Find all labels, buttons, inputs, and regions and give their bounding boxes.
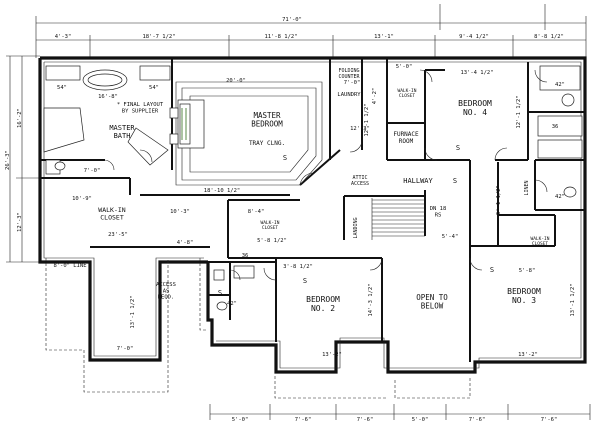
bedroom4-depth-dim: 12'-1 1/2" [516, 95, 522, 128]
top-segment-dim: 4'-3" [55, 34, 72, 40]
interior-dims: 16'-8" 20'-0" 18'-10 1/2" 10'-9" 10'-3" 23'-5… [57, 64, 576, 358]
laundry-w-dim: 7'-0" [344, 80, 361, 86]
bottom-segment-dims: 5'-0" 7'-6" 7'-6" 5'-0" 7'-6" 7'-6" [232, 417, 558, 423]
left-seg-dim-2: 12'-3" [17, 212, 23, 232]
smoke-detector-s: S [490, 266, 494, 274]
door-swings [103, 69, 548, 281]
overall-width-dim: 71'-0" [282, 17, 302, 23]
smoke-detector-s: S [456, 144, 460, 152]
master-bath-width-dim: 16'-8" [98, 94, 118, 100]
smoke-detector-s: S [303, 277, 307, 285]
bottom-segment-dim: 5'-0" [232, 417, 249, 423]
lav-42-b-dim: 42" [555, 194, 565, 200]
landing-label: LANDING [353, 217, 359, 238]
bottom-segment-dim: 7'-6" [469, 417, 486, 423]
top-segment-dim: 18'-7 1/2" [142, 34, 175, 40]
top-dimension-lines [35, 4, 587, 58]
top-segment-dim: 11'-8 1/2" [264, 34, 297, 40]
walkin-small-a-dim: 8'-4" [248, 209, 265, 215]
bedroom3-width-dim: 13'-2" [518, 352, 538, 358]
misc-1-dim: 7'-0" [84, 168, 101, 174]
bath-36-a-dim: 36 [552, 124, 559, 130]
right-bath-fixtures [213, 65, 583, 311]
laundry-label: LAUNDRY [337, 92, 361, 98]
bottom-segment-dim: 7'-6" [357, 417, 374, 423]
master-bed-bottom-dim: 18'-10 1/2" [204, 188, 240, 194]
smoke-detector-s: S [453, 177, 457, 185]
top-segment-dims: 4'-3" 18'-7 1/2" 11'-8 1/2" 13'-1" 9'-4 1/2"… [55, 34, 564, 40]
master-bed-top-dim: 20'-0" [226, 78, 246, 84]
closet-bottom-dim: 23'-5" [108, 232, 128, 238]
walkin-small-c-dim: 3'-8 1/2" [283, 264, 313, 270]
eight-foot-line [45, 258, 471, 399]
smoke-detector-s: S [283, 154, 287, 162]
exterior-walls [38, 56, 587, 374]
stairs [371, 198, 425, 240]
bath-36-b-dim: 36 [242, 253, 249, 259]
left-dimension-lines [6, 55, 40, 263]
bottom-segment-dim: 7'-6" [541, 417, 558, 423]
tray-clng-label: TRAY CLNG. [249, 140, 285, 147]
left-total-dim: 26'-3" [5, 150, 11, 170]
tray-ceiling [175, 81, 323, 186]
master-bath-fixtures [43, 65, 171, 175]
smoke-detector-s: S [218, 289, 222, 297]
left-seg-dim-1: 16'-2" [17, 108, 23, 128]
bath-upper-h-dim: 4'-2" [372, 88, 378, 105]
bed3-closet-dim: 5'-8" [519, 268, 536, 274]
closet-left-dim: 4'-8" [177, 240, 194, 246]
tub-54-a-dim: 54" [57, 85, 67, 91]
closet-lower-h-dim: 13'-1 1/2" [130, 295, 136, 328]
master-bed [169, 99, 205, 149]
closet-width-dim: 10'-9" [72, 196, 92, 202]
linen-h-dim: 5'-1 1/2" [496, 185, 502, 215]
top-segment-dim: 8'-8 1/2" [534, 34, 564, 40]
misc-2-dim: 12'-3" [350, 126, 370, 132]
lav-42-a-dim: 42" [555, 82, 565, 88]
walkin-small-b-dim: 5'-8 1/2" [257, 238, 287, 244]
linen-label: LINEN [524, 180, 530, 195]
bedroom2-depth-dim: 14'-3 1/2" [368, 283, 374, 316]
top-segment-dim: 13'-1" [374, 34, 394, 40]
bedroom2-width-dim: 13'-2" [322, 352, 342, 358]
bottom-segment-dim: 5'-0" [412, 417, 429, 423]
laundry-h-dim: 12'-1 1/2" [364, 103, 370, 136]
closet-inner-dim: 10'-3" [170, 209, 190, 215]
closet-lower-w-dim: 7'-0" [117, 346, 134, 352]
line-8-0-label: 8'-0" LINE [53, 263, 86, 269]
top-segment-dim: 9'-4 1/2" [459, 34, 489, 40]
bedroom4-width-dim: 13'-4 1/2" [460, 70, 493, 76]
tub-54-b-dim: 54" [149, 85, 159, 91]
hallway-label: HALLWAY [403, 177, 433, 185]
bottom-dimension-lines [209, 404, 591, 420]
hall-seg-dim: 5'-4" [442, 234, 459, 240]
bedroom3-depth-dim: 13'-1 1/2" [570, 283, 576, 316]
lav-42-c-dim: 42" [227, 301, 237, 307]
bath-upper-w-dim: 5'-0" [396, 64, 413, 70]
bottom-segment-dim: 7'-6" [295, 417, 312, 423]
